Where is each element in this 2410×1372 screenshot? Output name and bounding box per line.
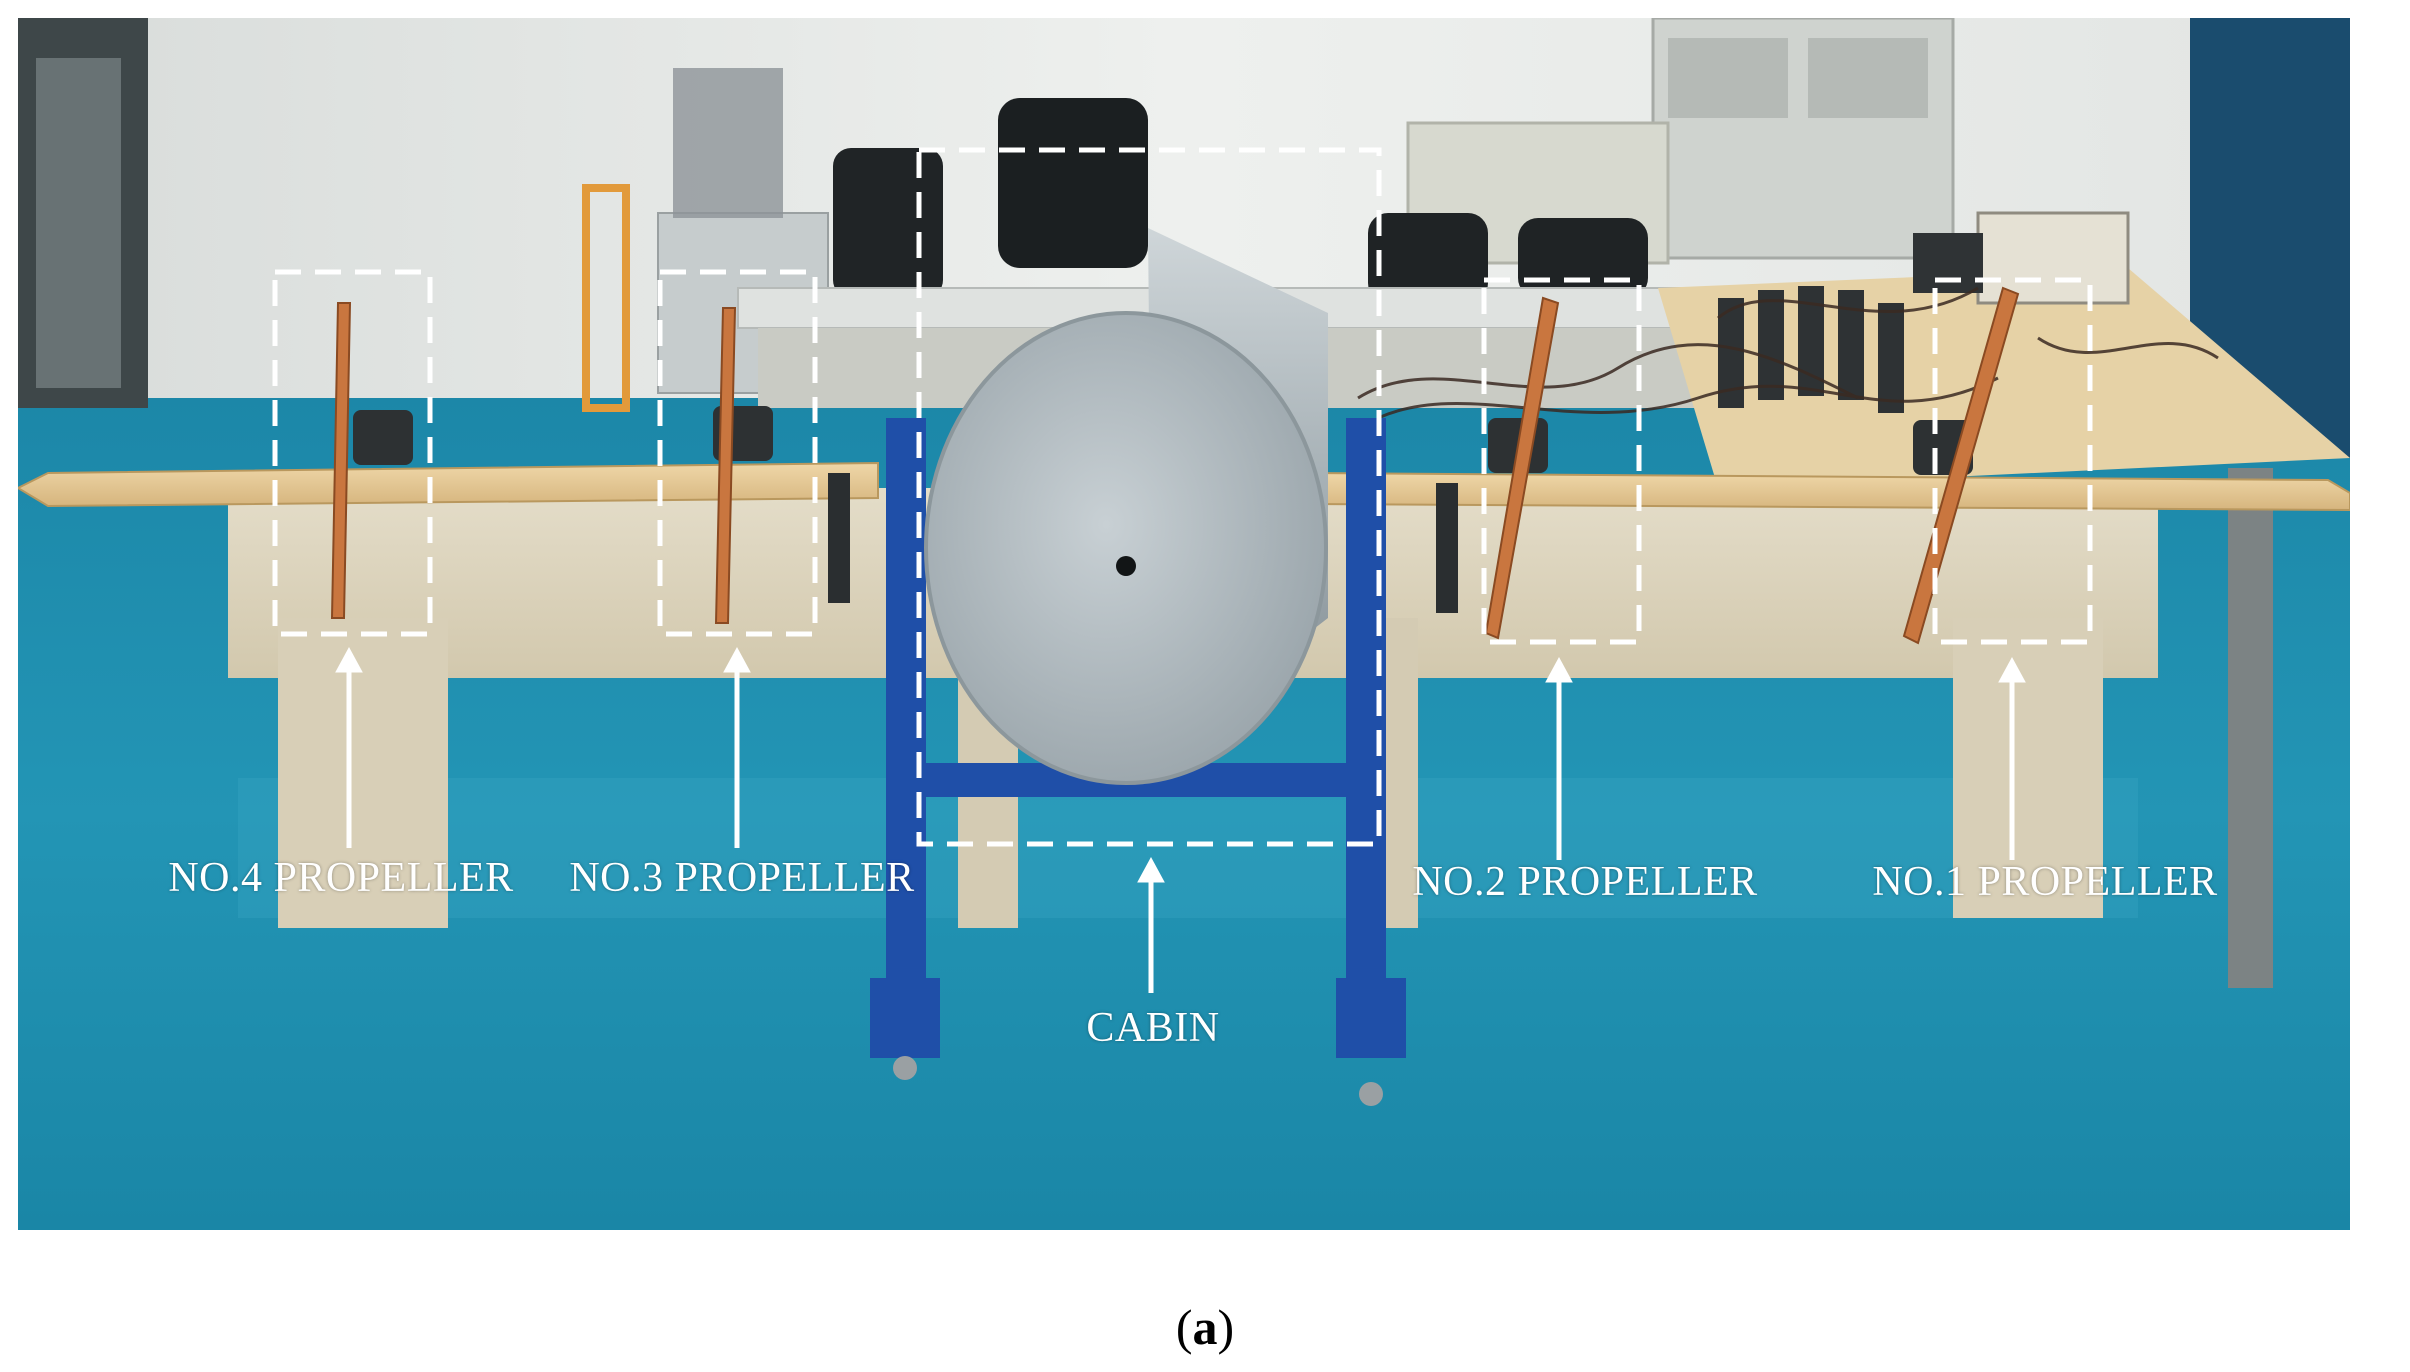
metal-post [2228, 468, 2273, 988]
label-no1-propeller: NO.1 PROPELLER [1872, 859, 2218, 905]
chair [1368, 213, 1488, 303]
chair [833, 148, 943, 298]
photo-figure [18, 18, 2350, 1230]
up-arrow-icon [335, 646, 363, 848]
highlight-box-prop1 [1932, 277, 2093, 645]
wooden-board [1307, 471, 2350, 512]
chair [1518, 218, 1648, 298]
label-cabin: CABIN [1086, 1005, 1220, 1051]
cabin-hole [1116, 556, 1136, 576]
chair [998, 98, 1148, 268]
floor-reflection [238, 778, 2138, 918]
cabin-cylinder-face [924, 311, 1328, 785]
up-arrow-icon [1137, 856, 1165, 993]
caption-open-paren: ( [1175, 1299, 1193, 1355]
figure-caption: (a) [0, 1298, 2410, 1356]
highlight-box-prop2 [1481, 277, 1642, 645]
clamp [1436, 483, 1458, 613]
highlight-box-prop3 [657, 269, 818, 637]
power-supply [1976, 211, 2130, 305]
caption-close-paren: ) [1217, 1299, 1235, 1355]
label-no2-propeller: NO.2 PROPELLER [1412, 859, 1758, 905]
right-table-top [1658, 268, 2350, 488]
clamp [828, 473, 850, 603]
propeller-blades [330, 286, 2020, 645]
up-arrow-icon [1545, 656, 1573, 860]
caption-letter: a [1192, 1299, 1218, 1355]
label-no3-propeller: NO.3 PROPELLER [569, 855, 915, 901]
up-arrow-icon [1998, 656, 2026, 860]
highlight-box-prop4 [272, 269, 433, 637]
hand-truck [582, 184, 630, 412]
up-arrow-icon [723, 646, 751, 848]
bg-robot [673, 68, 783, 218]
wires [1357, 286, 2219, 420]
highlight-box-cabin [916, 147, 1382, 847]
desk-leg [278, 618, 448, 928]
wooden-board [18, 461, 879, 508]
desk-leg [1953, 618, 2103, 918]
label-no4-propeller: NO.4 PROPELLER [168, 855, 514, 901]
